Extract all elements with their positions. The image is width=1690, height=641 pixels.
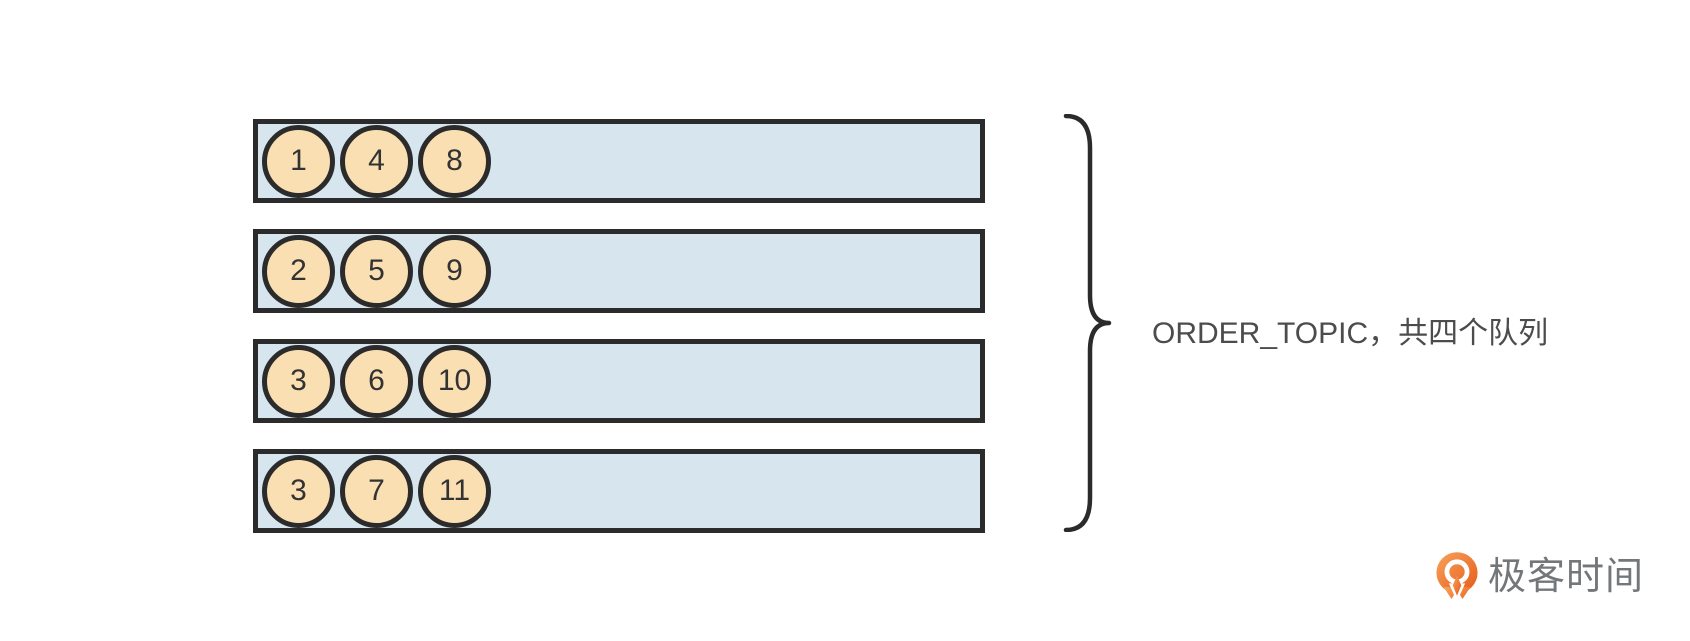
message-circle: 4 (340, 124, 413, 198)
message-circle: 8 (418, 124, 491, 198)
message-circle: 1 (262, 124, 335, 198)
queue-row-3: 3 6 10 (253, 339, 985, 423)
geektime-logo: 极客时间 (1435, 551, 1644, 608)
queue-row-4: 3 7 11 (253, 449, 985, 533)
geektime-pin-icon (1436, 552, 1478, 608)
message-circle: 11 (418, 454, 491, 528)
message-circle: 7 (340, 454, 413, 528)
message-circle: 3 (262, 454, 335, 528)
message-circle: 9 (418, 234, 491, 308)
queue-row-2: 2 5 9 (253, 229, 985, 313)
topic-label: ORDER_TOPIC，共四个队列 (1152, 317, 1549, 350)
message-circle: 2 (262, 234, 335, 308)
message-circle: 6 (340, 344, 413, 418)
queue-row-1: 1 4 8 (253, 119, 985, 203)
message-circle: 5 (340, 234, 413, 308)
curly-brace (1063, 114, 1112, 532)
geektime-logo-text: 极客时间 (1488, 555, 1645, 598)
message-circle: 3 (262, 344, 335, 418)
message-circle: 10 (418, 344, 491, 418)
